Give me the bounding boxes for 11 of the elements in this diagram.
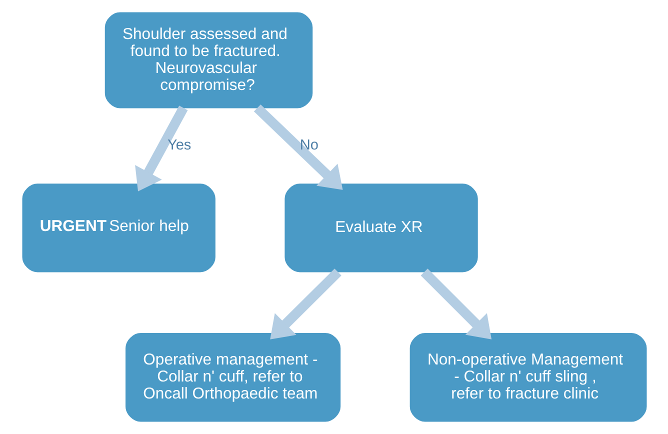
node-box: Shoulder assessed and found to be fractured. Neurovascular compromise? bbox=[104, 12, 312, 108]
node-box: Operative management - Collar n' cuff, refer to Oncall Orthopaedic team bbox=[125, 333, 340, 422]
node-box: Non-operative Management - Collar n' cuff sling , refer to fracture clinic bbox=[409, 333, 646, 422]
arrow bbox=[134, 106, 188, 192]
arrow bbox=[420, 268, 492, 340]
node-box: Evaluate XR bbox=[284, 184, 478, 272]
node-box: URGENT Senior help bbox=[22, 184, 215, 272]
edge-label: No bbox=[299, 138, 318, 154]
edge-label: Yes bbox=[166, 138, 191, 154]
arrow bbox=[270, 268, 341, 340]
arrow bbox=[253, 104, 342, 190]
